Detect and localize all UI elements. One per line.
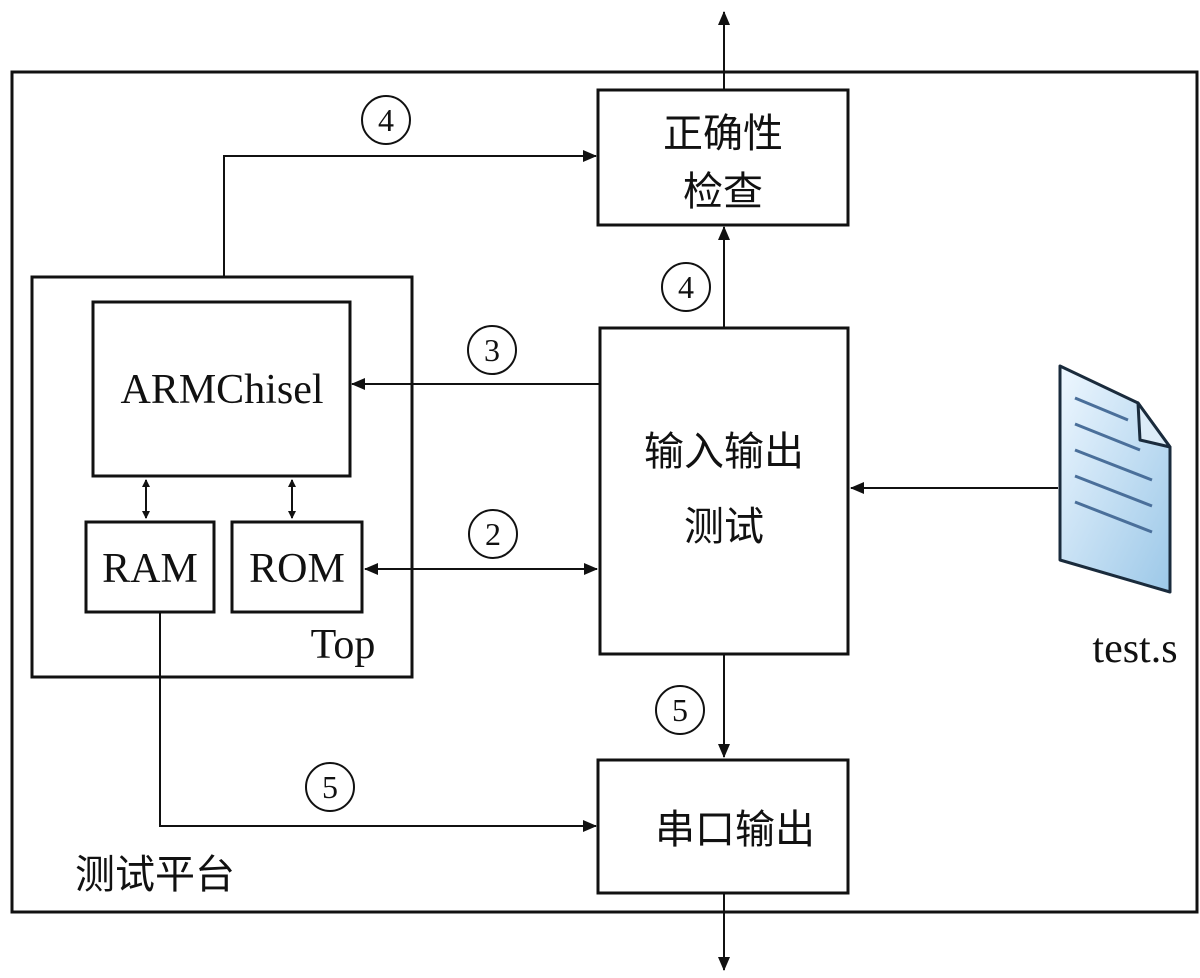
step-3-marker: 3	[467, 325, 517, 375]
step-2-marker: 2	[468, 509, 518, 559]
arrow-ram-to-serial	[159, 612, 597, 832]
io-test-label-line2: 测试	[684, 504, 764, 550]
test-platform-label: 测试平台	[75, 852, 235, 898]
test-file-document-icon	[1058, 364, 1172, 594]
step-4-mid-marker: 4	[661, 262, 711, 312]
top-label: Top	[311, 622, 376, 668]
correctness-check-box: 正确性 检查	[596, 88, 850, 227]
step-4-top-number: 4	[378, 102, 394, 138]
io-test-box: 输入输出 测试	[598, 326, 850, 656]
step-5-bottom-marker: 5	[305, 762, 355, 812]
serial-output-box: 串口输出	[596, 758, 850, 895]
correctness-label-line2: 检查	[683, 169, 763, 215]
step-4-top-marker: 4	[361, 95, 411, 145]
step-5-right-number: 5	[672, 692, 688, 728]
test-file-name: test.s	[1092, 626, 1177, 672]
correctness-label-line1: 正确性	[663, 111, 783, 157]
armchisel-box: ARMChisel	[91, 300, 352, 478]
arrow-top-to-correctness	[223, 150, 597, 277]
rom-label: ROM	[249, 546, 345, 592]
test-platform-frame	[10, 70, 1199, 914]
rom-box: ROM	[230, 520, 364, 614]
ram-label: RAM	[102, 546, 198, 592]
armchisel-label: ARMChisel	[120, 367, 323, 413]
step-3-number: 3	[484, 332, 500, 368]
ram-box: RAM	[84, 520, 216, 614]
serial-output-label: 串口输出	[655, 807, 815, 853]
step-2-number: 2	[485, 516, 501, 552]
io-test-label-line1: 输入输出	[644, 429, 804, 475]
step-5-bottom-number: 5	[322, 769, 338, 805]
step-4-mid-number: 4	[678, 269, 694, 305]
step-5-right-marker: 5	[655, 685, 705, 735]
